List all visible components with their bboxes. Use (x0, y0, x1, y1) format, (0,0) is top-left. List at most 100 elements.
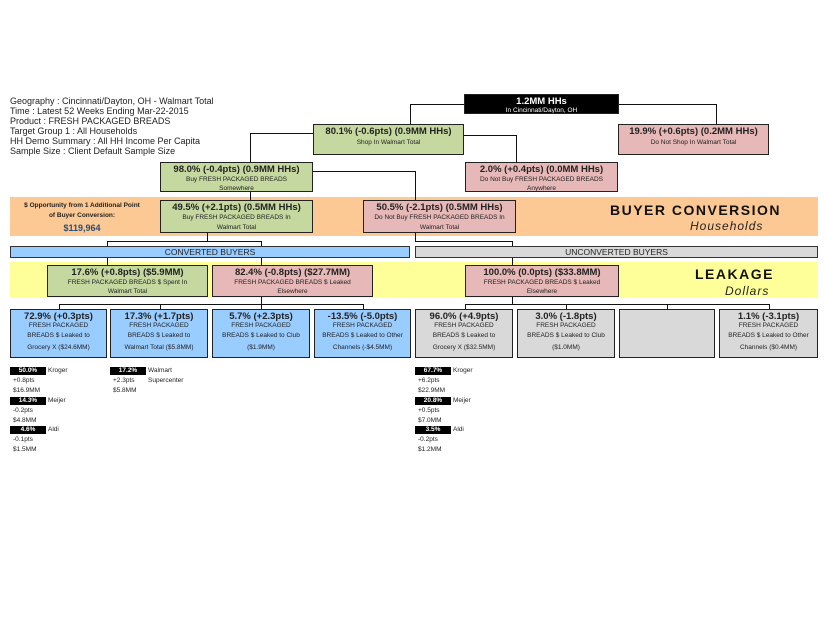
total-households-value: 1.2MM HHs (516, 96, 567, 107)
leak-label: FRESH PACKAGED (536, 322, 596, 329)
retailer-dollars: $7.0MM (418, 416, 442, 424)
not-buy-anywhere-label: Do Not Buy FRESH PACKAGED BREADS (479, 176, 604, 183)
converted-leaked-label: FRESH PACKAGED BREADS $ Leaked (234, 279, 351, 286)
unconverted-leak-box (619, 309, 715, 358)
not-buy-walmart-label: Do Not Buy FRESH PACKAGED BREADS In (374, 214, 505, 221)
opportunity-line-1: $ Opportunity from 1 Additional Point (24, 202, 140, 209)
retailer-name-2: Supercenter (148, 377, 184, 384)
not-buy-anywhere-label-2: Anywhere (527, 185, 556, 192)
leak-label: FRESH PACKAGED (738, 322, 799, 329)
retailer-share-badge: 20.8% (415, 396, 451, 405)
leak-label: BREADS $ Leaked to (432, 332, 496, 339)
not-buy-anywhere-box: 2.0% (+0.4pts) (0.0MM HHs) Do Not Buy FR… (465, 162, 618, 192)
leak-value: 17.3% (+1.7pts) (124, 311, 194, 322)
leak-value: 5.7% (+2.3pts) (229, 311, 293, 322)
leak-label: FRESH PACKAGED (332, 322, 393, 329)
shop-walmart-value: 80.1% (-0.6pts) (0.9MM HHs) (325, 126, 452, 137)
leakage-subtitle: Dollars (725, 284, 770, 298)
not-shop-walmart-box: 19.9% (+0.6pts) (0.2MM HHs) Do Not Shop … (618, 124, 769, 155)
converted-buyers-header: CONVERTED BUYERS (10, 246, 410, 258)
retailer-name: Kroger (453, 367, 473, 374)
unconverted-leaked-box: 100.0% (0.0pts) ($33.8MM) FRESH PACKAGED… (465, 265, 619, 297)
buy-somewhere-label: Buy FRESH PACKAGED BREADS (185, 176, 288, 183)
unconverted-leak-box: 96.0% (+4.9pts)FRESH PACKAGED BREADS $ Le… (415, 309, 513, 358)
sample-size-label: Sample Size : Client Default Sample Size (10, 146, 176, 156)
target-group-label: Target Group 1 : All Households (10, 126, 138, 136)
leak-label: BREADS $ Leaked to Club (222, 332, 300, 339)
retailer-name: Aldi (453, 426, 464, 433)
unconverted-leaked-label: FRESH PACKAGED BREADS $ Leaked (483, 279, 601, 286)
unconverted-leaked-label-2: Elsewhere (526, 288, 558, 295)
spent-walmart-value: 17.6% (+0.8pts) ($5.9MM) (71, 267, 184, 278)
converted-leaked-box: 82.4% (-0.8pts) ($27.7MM) FRESH PACKAGED… (212, 265, 373, 297)
converted-leaked-label-2: Elsewhere (277, 288, 308, 295)
retailer-pts-change: -0.2pts (13, 406, 33, 414)
retailer-dollars: $1.5MM (13, 446, 37, 453)
total-households-label: In Cincinnati/Dayton, OH (505, 107, 578, 114)
converted-leaked-value: 82.4% (-0.8pts) ($27.7MM) (234, 267, 351, 278)
spent-walmart-box: 17.6% (+0.8pts) ($5.9MM) FRESH PACKAGED … (47, 265, 208, 297)
not-buy-anywhere-value: 2.0% (+0.4pts) (0.0MM HHs) (479, 164, 604, 175)
report-header: Geography : Cincinnati/Dayton, OH - Walm… (10, 96, 214, 156)
retailer-share-badge: 67.7% (415, 367, 451, 375)
demo-label: HH Demo Summary : All HH Income Per Capi… (10, 136, 201, 146)
leakage-title: LEAKAGE (695, 266, 774, 282)
leak-label: Grocery X ($32.5MM) (432, 344, 496, 351)
buy-walmart-label: Buy FRESH PACKAGED BREADS In (182, 214, 291, 221)
leak-label: BREADS $ Leaked to (27, 332, 90, 339)
retailer-pts-change: +0.5pts (418, 406, 440, 414)
not-buy-walmart-label-2: Walmart Total (419, 224, 460, 231)
leak-label: Channels ($0.4MM) (739, 344, 798, 351)
shop-walmart-label: Shop In Walmart Total (356, 139, 421, 146)
converted-leak-box: 5.7% (+2.3pts)FRESH PACKAGED BREADS $ Lea… (212, 309, 310, 358)
opportunity-line-2: of Buyer Conversion: (48, 212, 116, 219)
leak-value: 1.1% (-3.1pts) (737, 311, 800, 322)
unconverted-buyers-header: UNCONVERTED BUYERS (415, 246, 818, 258)
retailer-name: Kroger (48, 367, 68, 374)
leak-label: FRESH PACKAGED (231, 322, 291, 329)
retailer-dollars: $22.9MM (418, 387, 446, 394)
retailer-pts-change: +6.2pts (418, 377, 440, 384)
retailer-dollars: $1.2MM (418, 446, 442, 453)
not-buy-walmart-value: 50.5% (-2.1pts) (0.5MM HHs) (376, 202, 503, 213)
retailer-pts-change: -0.1pts (13, 436, 33, 443)
retailer-pts-change: +2.3pts (113, 377, 135, 384)
retailer-name: Aldi (48, 426, 59, 433)
not-shop-walmart-value: 19.9% (+0.6pts) (0.2MM HHs) (629, 126, 758, 137)
shop-walmart-box: 80.1% (-0.6pts) (0.9MM HHs) Shop In Walm… (313, 124, 464, 155)
buy-somewhere-value: 98.0% (-0.4pts) (0.9MM HHs) (173, 164, 300, 175)
leak-label: BREADS $ Leaked to Other (728, 332, 809, 339)
leak-label: BREADS $ Leaked to (127, 332, 191, 339)
opportunity-value: $119,964 (63, 223, 101, 233)
buy-walmart-box: 49.5% (+2.1pts) (0.5MM HHs) Buy FRESH PA… (160, 200, 313, 233)
retailer-pts-change: -0.2pts (418, 436, 438, 443)
buy-somewhere-label-2: Somewhere (219, 185, 254, 192)
leak-value: 96.0% (+4.9pts) (429, 311, 499, 322)
retailer-share-badge: 17.2% (110, 367, 146, 375)
retailer-share-badge: 3.5% (415, 426, 451, 434)
leak-label: FRESH PACKAGED (28, 322, 89, 329)
total-households-box: 1.2MM HHs In Cincinnati/Dayton, OH (464, 94, 619, 114)
retailer-name: Meijer (453, 396, 471, 404)
spent-walmart-label-2: Walmart Total (107, 288, 148, 295)
leak-value: -13.5% (-5.0pts) (327, 311, 398, 322)
converted-leak-box: -13.5% (-5.0pts)FRESH PACKAGED BREADS $ L… (314, 309, 411, 358)
leak-value: 72.9% (+0.3pts) (24, 311, 93, 322)
product-label: Product : FRESH PACKAGED BREADS (10, 116, 171, 126)
time-label: Time : Latest 52 Weeks Ending Mar-22-201… (10, 106, 189, 116)
buy-walmart-value: 49.5% (+2.1pts) (0.5MM HHs) (172, 202, 301, 213)
leak-label: BREADS $ Leaked to Other (322, 332, 403, 339)
retailer-share-badge: 14.3% (10, 396, 46, 405)
spent-walmart-label: FRESH PACKAGED BREADS $ Spent In (67, 279, 188, 286)
leak-label: FRESH PACKAGED (129, 322, 189, 329)
geography-label: Geography : Cincinnati/Dayton, OH - Walm… (10, 96, 214, 106)
not-shop-walmart-label: Do Not Shop In Walmart Total (650, 139, 737, 146)
retailer-dollars: $5.8MM (113, 387, 137, 394)
leak-label: FRESH PACKAGED (434, 322, 494, 329)
retailer-share-badge: 4.6% (10, 426, 46, 434)
retailer-pts-change: +0.8pts (13, 377, 35, 384)
buyer-conversion-title: BUYER CONVERSION (610, 202, 782, 218)
leak-label: ($1.0MM) (552, 344, 580, 351)
leak-label: ($1.9MM) (247, 344, 275, 351)
